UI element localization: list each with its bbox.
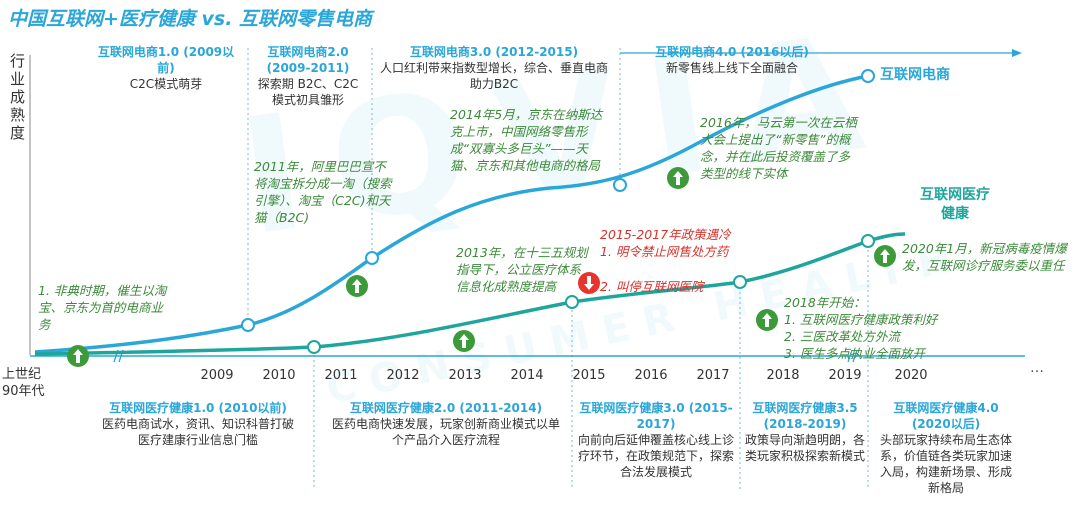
year-tick: 2009	[200, 368, 234, 383]
year-tick: 2016	[634, 368, 668, 383]
stage-title: 互联网电商2.0 (2009-2011)	[266, 45, 350, 75]
policy-2018-item: 1. 互联网医疗健康政策利好	[784, 312, 938, 327]
stage-title: 互联网医疗健康3.5 (2018-2019)	[752, 401, 858, 431]
year-tick: 2011	[324, 368, 358, 383]
up-arrow-icon	[667, 167, 689, 189]
year-tick: 2017	[696, 368, 730, 383]
year-tick: 2015	[572, 368, 606, 383]
healthcare-stage-3: 互联网医疗健康3.0 (2015-2017) 向前向后延伸覆盖核心线上诊疗环节，…	[576, 400, 736, 480]
axis-break	[852, 349, 858, 363]
stage-desc: C2C模式萌芽	[129, 77, 203, 91]
up-arrow-icon	[874, 245, 896, 267]
more-indicator: …	[1030, 360, 1044, 376]
ecommerce-curve	[34, 74, 869, 354]
annotation-13th-plan: 2013年，在十三五规划指导下，公立医疗体系信息化成熟度提高	[456, 245, 588, 294]
annotation-alibaba: 2011年，阿里巴巴宣不将淘宝拆分成一淘（搜索引擎）、淘宝（C2C)和天猫（B2…	[254, 159, 392, 225]
policy-cooldown-title: 2015-2017年政策遇冷	[600, 227, 731, 242]
stage-title: 互联网医疗健康4.0 (2020以后)	[893, 401, 999, 431]
up-arrow-icon	[453, 330, 475, 352]
stage-title: 互联网电商3.0 (2012-2015)	[409, 45, 579, 59]
stage-title: 互联网电商1.0 (2009以前)	[97, 45, 235, 75]
down-arrow-icon	[578, 272, 600, 294]
year-tick: 2013	[448, 368, 482, 383]
stage-desc: 向前向后延伸覆盖核心线上诊疗环节，在政策规范下，探索合法发展模式	[577, 433, 734, 479]
stage-desc: 头部玩家持续布局生态体系，价值链各类玩家加速入局，构建新场景、形成新格局	[879, 433, 1012, 495]
stage-title: 互联网医疗健康3.0 (2015-2017)	[579, 401, 733, 431]
stage-desc: 政策导向渐趋明朗，各类玩家积极探索新模式	[744, 433, 865, 463]
healthcare-stage-5: 互联网医疗健康4.0 (2020以后) 头部玩家持续布局生态体系，价值链各类玩家…	[878, 400, 1014, 496]
x-origin-label: 上世纪90年代	[2, 367, 45, 399]
page-title: 中国互联网+医疗健康 vs. 互联网零售电商	[8, 8, 373, 30]
annotation-2018-policy: 2018年开始： 1. 互联网医疗健康政策利好 2. 三医改革处方外流 3. 医…	[784, 294, 974, 362]
year-tick: 2019	[828, 368, 862, 383]
healthcare-node	[307, 340, 321, 354]
ecommerce-node	[613, 178, 627, 192]
ecommerce-node	[861, 69, 875, 83]
stage-desc: 医药电商试水，资讯、知识科普打破医疗建康行业信息门槛	[101, 417, 294, 447]
policy-2018-title: 2018年开始：	[784, 295, 866, 310]
policy-cooldown-item: 1. 明令禁止网售处方药	[600, 244, 729, 259]
axis-break	[847, 349, 853, 363]
policy-2018-item: 2. 三医改革处方外流	[784, 329, 900, 344]
ecommerce-curve-label: 互联网电商	[880, 67, 950, 83]
stage-desc: 人口红利带来指数型增长，综合、垂直电商助力B2C	[380, 61, 609, 91]
policy-cooldown-item: 2. 叫停互联网医院	[600, 279, 704, 294]
annotation-jd-ipo: 2014年5月，京东在纳斯达克上市，中国网络零售形成“双寡头多巨头”——天猫、京…	[450, 107, 603, 173]
annotation-sars: 1. 非典时期，催生以淘宝、京东为首的电商业务	[38, 283, 167, 332]
annotation-new-retail: 2016年，马云第一次在云栖大会上提出了“新零售”的概念，并在此后投资覆盖了多类…	[700, 115, 857, 181]
year-tick: 2012	[386, 368, 420, 383]
stage-desc: 新零售线上线下全面融合	[665, 61, 798, 75]
ecommerce-stage-2: 互联网电商2.0 (2009-2011) 探索期 B2C、C2C模式初具雏形	[252, 44, 364, 108]
year-tick: 2018	[766, 368, 800, 383]
ecommerce-stage-1: 互联网电商1.0 (2009以前) C2C模式萌芽	[96, 44, 236, 92]
timeline-arrow-head	[1012, 49, 1022, 57]
stage-desc: 探索期 B2C、C2C模式初具雏形	[257, 77, 359, 107]
healthcare-node	[565, 295, 579, 309]
healthcare-node	[733, 275, 747, 289]
y-axis-label: 行业成熟度	[10, 52, 26, 142]
healthcare-node	[861, 234, 875, 248]
stage-title: 互联网医疗健康2.0 (2011-2014)	[349, 401, 543, 415]
annotation-covid: 2020年1月，新冠病毒疫情爆发，互联网诊疗服务委以重任	[902, 241, 1067, 273]
ecommerce-node	[365, 251, 379, 265]
stage-title: 互联网医疗健康1.0 (2010以前)	[109, 401, 287, 415]
stage-desc: 医药电商快速发展，玩家创新商业模式以单个产品介入医疗流程	[331, 417, 560, 447]
ecommerce-stage-3: 互联网电商3.0 (2012-2015) 人口红利带来指数型增长，综合、垂直电商…	[380, 44, 608, 92]
healthcare-stage-1: 互联网医疗健康1.0 (2010以前) 医药电商试水，资讯、知识科普打破医疗建康…	[98, 400, 298, 448]
stage-title: 互联网电商4.0 (2016以后)	[655, 45, 809, 59]
up-arrow-icon	[756, 309, 778, 331]
annotation-policy-cooldown: 2015-2017年政策遇冷 1. 明令禁止网售处方药 2. 叫停互联网医院	[600, 226, 780, 295]
year-tick: 2014	[510, 368, 544, 383]
policy-2018-item: 3. 医生多点执业全面放开	[784, 346, 925, 361]
up-arrow-icon	[67, 345, 89, 367]
ecommerce-node	[241, 318, 255, 332]
year-tick: 2020	[894, 368, 928, 383]
healthcare-curve-label: 互联网医疗健康	[920, 187, 990, 222]
ecommerce-stage-4: 互联网电商4.0 (2016以后) 新零售线上线下全面融合	[632, 44, 832, 76]
healthcare-stage-4: 互联网医疗健康3.5 (2018-2019) 政策导向渐趋明朗，各类玩家积极探索…	[744, 400, 866, 464]
year-tick: 2010	[262, 368, 296, 383]
up-arrow-icon	[346, 275, 368, 297]
healthcare-stage-2: 互联网医疗健康2.0 (2011-2014) 医药电商快速发展，玩家创新商业模式…	[328, 400, 564, 448]
